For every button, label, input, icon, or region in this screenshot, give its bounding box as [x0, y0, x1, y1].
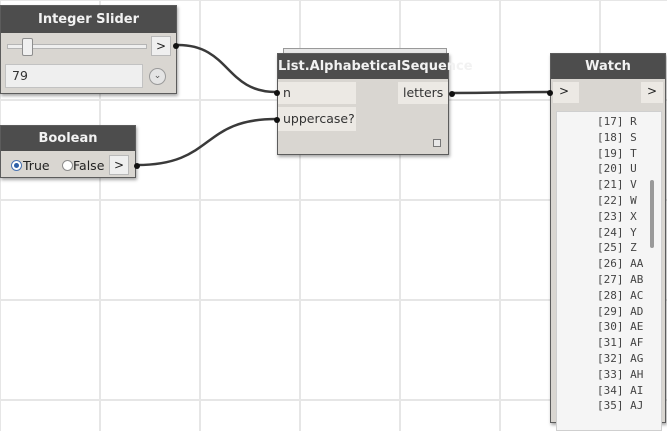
watch-list-item: [29] AD — [597, 304, 643, 320]
true-label[interactable]: True — [23, 158, 50, 173]
watch-list-item: [24] Y — [597, 225, 643, 241]
watch-item-value: Y — [630, 225, 637, 239]
watch-title[interactable]: Watch — [551, 54, 665, 79]
watch-item-value: AA — [630, 257, 644, 271]
watch-item-value: X — [630, 209, 637, 223]
uppercase-input-dot[interactable] — [274, 117, 280, 123]
boolean-title[interactable]: Boolean — [1, 126, 135, 151]
watch-item-index: [31] — [597, 336, 624, 350]
watch-list-item: [23] X — [597, 209, 643, 225]
watch-node[interactable]: Watch > > [17] R[18] S[19] T[20] U[21] V… — [547, 53, 666, 431]
watch-item-value: U — [630, 162, 637, 176]
watch-item-value: AF — [630, 336, 644, 350]
watch-item-index: [23] — [597, 209, 624, 223]
watch-list-item: [34] AI — [597, 383, 643, 399]
watch-item-index: [34] — [597, 383, 624, 397]
watch-list-item: [18] S — [597, 130, 643, 146]
watch-item-value: AG — [630, 351, 644, 365]
watch-item-index: [32] — [597, 351, 624, 365]
watch-item-value: AE — [630, 320, 644, 334]
watch-item-value: T — [630, 146, 637, 160]
true-radio[interactable] — [11, 160, 22, 171]
watch-item-value: AJ — [630, 399, 644, 413]
integer-slider-node[interactable]: Integer Slider > 79 ⌄ — [0, 5, 179, 94]
slider-output-port[interactable] — [173, 43, 179, 49]
slider-track[interactable] — [7, 44, 147, 49]
watch-list-item: [28] AC — [597, 288, 643, 304]
wire-slider-to-n[interactable] — [177, 43, 277, 94]
watch-list-item: [17] R — [597, 114, 643, 130]
watch-list-item: [20] U — [597, 161, 643, 177]
watch-list-item: [27] AB — [597, 272, 643, 288]
watch-item-value: W — [630, 193, 637, 207]
watch-item-index: [35] — [597, 399, 624, 413]
n-input-dot[interactable] — [274, 90, 280, 96]
watch-list-item: [25] Z — [597, 240, 643, 256]
watch-item-index: [26] — [597, 257, 624, 271]
wire-letters-to-watch[interactable] — [451, 90, 550, 95]
watch-item-value: AB — [630, 272, 644, 286]
watch-item-value: V — [630, 178, 637, 192]
watch-item-index: [33] — [597, 367, 624, 381]
preview-toggle-icon[interactable] — [433, 139, 441, 147]
watch-item-value: AD — [630, 304, 644, 318]
watch-scrollbar[interactable] — [650, 180, 654, 248]
watch-item-index: [21] — [597, 178, 624, 192]
watch-input-button[interactable]: > — [553, 82, 579, 103]
watch-list-item: [30] AE — [597, 319, 643, 335]
alpha-seq-stack-edge — [283, 48, 447, 53]
watch-item-index: [28] — [597, 288, 624, 302]
boolean-expand-button[interactable]: > — [109, 155, 129, 175]
watch-item-value: S — [630, 130, 637, 144]
watch-item-value: R — [630, 115, 637, 128]
watch-item-value: Z — [630, 241, 637, 255]
output-port-letters[interactable]: letters — [398, 82, 448, 104]
watch-item-index: [30] — [597, 320, 624, 334]
watch-item-index: [18] — [597, 130, 624, 144]
watch-item-index: [22] — [597, 193, 624, 207]
watch-list-item: [31] AF — [597, 335, 643, 351]
watch-item-index: [19] — [597, 146, 624, 160]
boolean-output-port[interactable] — [134, 163, 140, 169]
wire-boolean-to-uppercase[interactable] — [136, 117, 277, 167]
slider-value-field[interactable]: 79 — [5, 64, 143, 88]
watch-item-value: AC — [630, 288, 644, 302]
watch-list-item: [33] AH — [597, 367, 643, 383]
watch-list-item: [26] AA — [597, 256, 643, 272]
chevron-down-icon[interactable]: ⌄ — [149, 68, 166, 85]
integer-slider-title[interactable]: Integer Slider — [1, 6, 176, 33]
watch-item-index: [27] — [597, 272, 624, 286]
alpha-seq-node[interactable]: List.AlphabeticalSequence n uppercase? l… — [274, 53, 473, 155]
watch-list: [17] R[18] S[19] T[20] U[21] V[22] W[23]… — [597, 114, 643, 414]
slider-expand-button[interactable]: > — [151, 36, 171, 56]
watch-item-index: [29] — [597, 304, 624, 318]
false-label[interactable]: False — [73, 158, 105, 173]
true-radio-dot — [14, 163, 19, 168]
watch-item-index: [17] — [597, 115, 624, 128]
watch-item-index: [20] — [597, 162, 624, 176]
watch-list-item: [19] T — [597, 146, 643, 162]
watch-list-item: [22] W — [597, 193, 643, 209]
input-port-n[interactable]: n — [278, 82, 356, 104]
watch-list-item: [32] AG — [597, 351, 643, 367]
watch-item-value: AH — [630, 367, 644, 381]
letters-output-dot[interactable] — [449, 91, 455, 97]
watch-list-item: [21] V — [597, 177, 643, 193]
alpha-seq-title[interactable]: List.AlphabeticalSequence — [278, 54, 473, 79]
watch-item-index: [24] — [597, 225, 624, 239]
boolean-node[interactable]: Boolean True False > — [0, 125, 140, 178]
watch-output-panel[interactable]: [17] R[18] S[19] T[20] U[21] V[22] W[23]… — [556, 111, 662, 431]
watch-input-dot[interactable] — [547, 90, 553, 96]
watch-item-value: AI — [630, 383, 644, 397]
watch-item-index: [25] — [597, 241, 624, 255]
watch-output-button[interactable]: > — [641, 82, 663, 103]
input-port-uppercase[interactable]: uppercase? — [278, 107, 356, 131]
slider-thumb[interactable] — [22, 38, 33, 56]
watch-list-item: [35] AJ — [597, 398, 643, 414]
false-radio[interactable] — [62, 160, 73, 171]
